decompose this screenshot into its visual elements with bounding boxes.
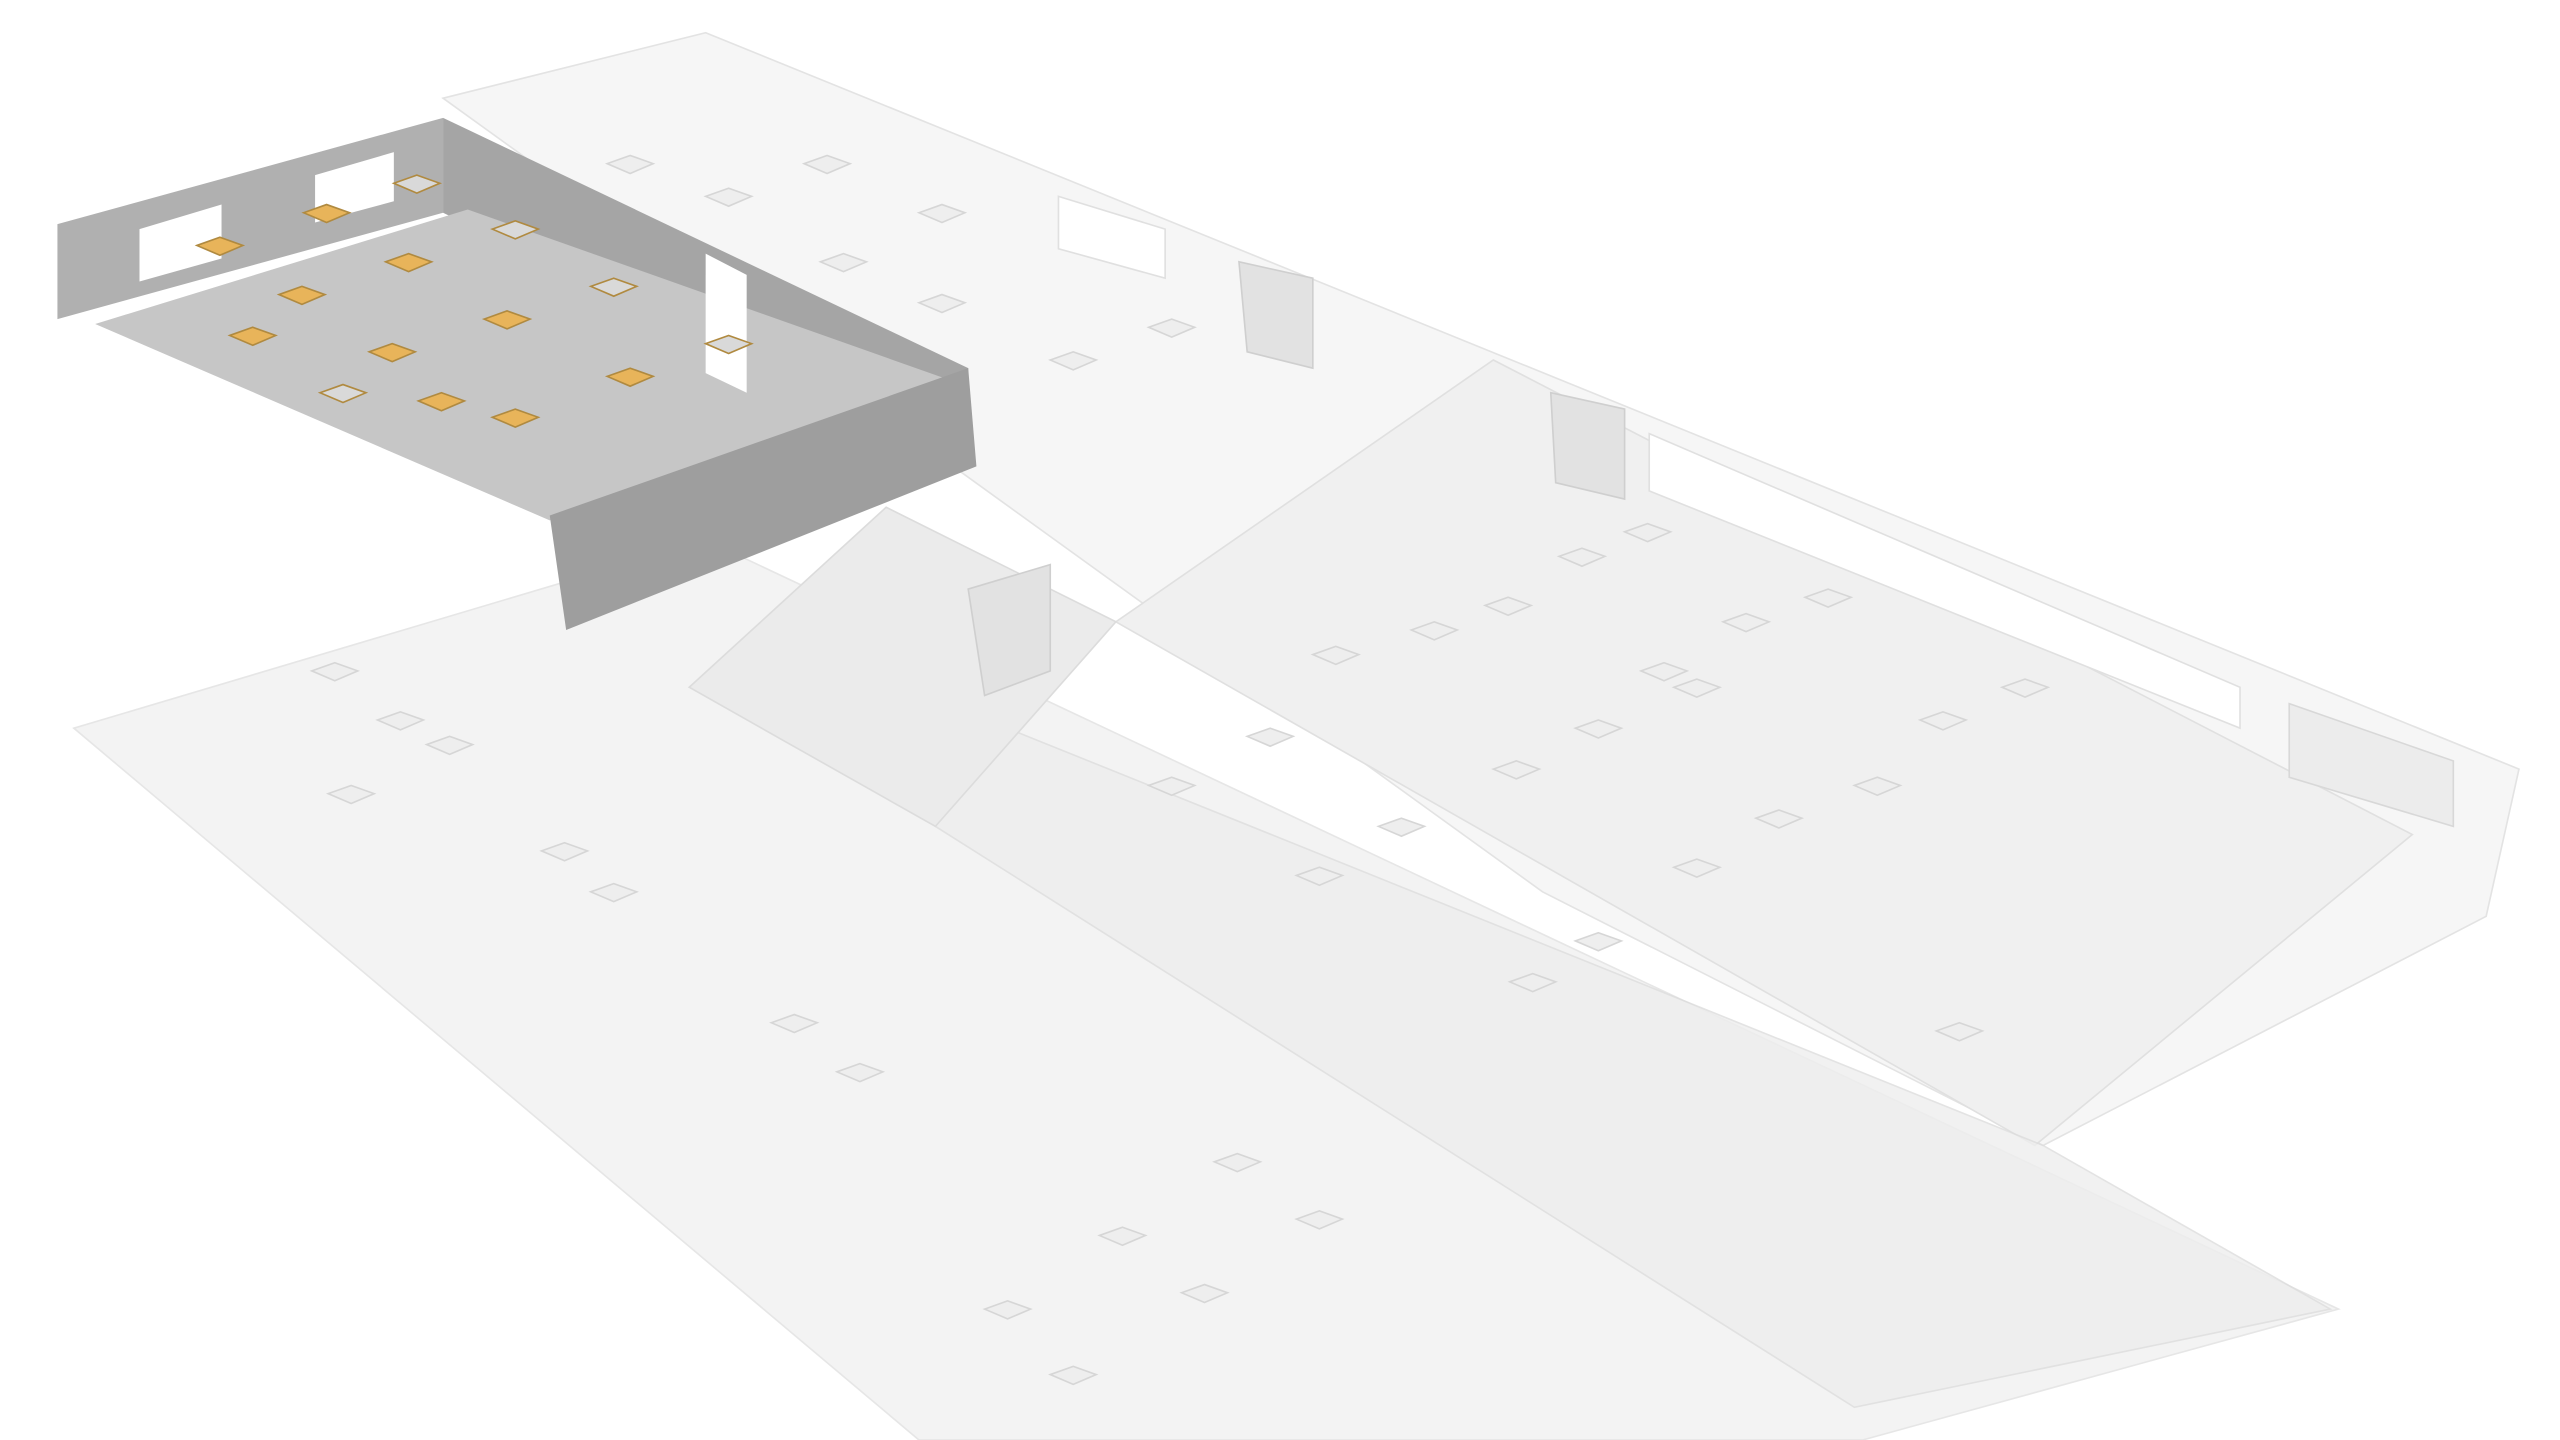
desk <box>1507 972 1558 993</box>
desk <box>1491 760 1542 780</box>
desk <box>1671 858 1723 878</box>
window <box>315 152 394 223</box>
desk <box>818 252 869 273</box>
desk <box>1999 678 2051 698</box>
desk <box>301 203 352 224</box>
desk <box>490 220 541 240</box>
desk <box>588 277 639 298</box>
bookshelf <box>967 563 1052 697</box>
highlight-room-front-wall <box>549 368 977 630</box>
desk <box>1852 776 1903 797</box>
desk <box>1294 866 1345 887</box>
large-classroom-floor <box>1114 359 2414 1147</box>
desk <box>1720 612 1772 633</box>
desk <box>366 342 418 363</box>
desk <box>703 334 754 355</box>
desk <box>1212 1152 1263 1173</box>
desk <box>1573 931 1624 952</box>
desk <box>588 882 639 903</box>
bookshelf <box>1549 391 1626 501</box>
desk <box>1048 1365 1099 1386</box>
desk <box>916 293 968 314</box>
bookshelf <box>1238 260 1314 370</box>
desk <box>1934 1021 1985 1042</box>
desk <box>481 310 533 330</box>
desk <box>1638 661 1690 682</box>
desk <box>391 174 443 194</box>
window <box>139 204 222 282</box>
desk <box>604 367 656 388</box>
desk <box>1409 620 1460 641</box>
desk <box>1573 719 1624 739</box>
desk <box>1482 596 1534 617</box>
desk <box>703 187 754 208</box>
desk <box>801 154 853 175</box>
desk <box>317 383 369 404</box>
desk <box>1146 776 1197 797</box>
desk <box>1146 318 1197 338</box>
highlight-room-floor <box>95 209 949 521</box>
desk <box>416 391 467 412</box>
desk <box>383 252 434 273</box>
desk <box>1179 1283 1230 1304</box>
desk <box>1097 1226 1148 1247</box>
desk <box>769 1013 820 1034</box>
desk <box>194 236 246 257</box>
desk <box>1802 588 1854 608</box>
desk <box>539 841 590 862</box>
desk <box>1244 727 1296 748</box>
desk <box>276 285 328 306</box>
desk <box>1622 522 1673 543</box>
desk <box>834 1062 886 1083</box>
desk <box>1294 1210 1345 1230</box>
desk <box>309 661 360 682</box>
desk <box>982 1300 1033 1320</box>
desk <box>227 326 278 347</box>
whiteboard <box>2288 702 2455 828</box>
desk <box>604 154 656 175</box>
desk <box>1376 817 1427 838</box>
desk <box>424 735 475 756</box>
desk <box>1753 809 1805 829</box>
desk <box>1556 547 1608 568</box>
window-strip <box>1057 195 1166 280</box>
desk <box>1310 645 1362 666</box>
desk <box>1917 710 1969 731</box>
desk <box>1048 350 1099 371</box>
desk <box>325 784 377 805</box>
desk <box>916 203 968 224</box>
window-strip <box>1648 432 2241 730</box>
desk <box>490 408 541 428</box>
desk <box>1671 678 1723 698</box>
doorway <box>705 253 747 393</box>
desk <box>375 710 426 731</box>
